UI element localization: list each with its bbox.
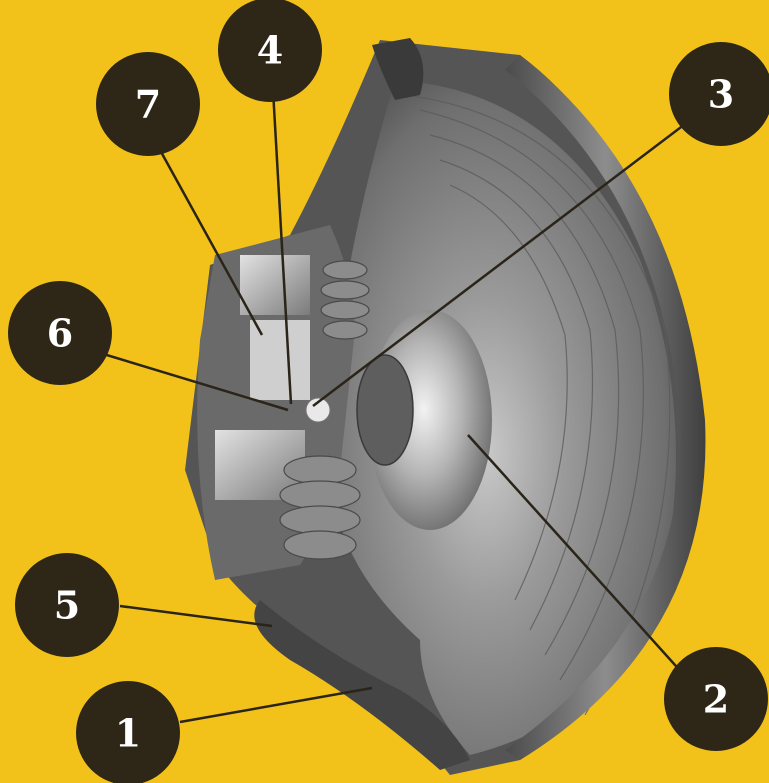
callout-3: 3 bbox=[669, 42, 769, 146]
callout-7-label: 7 bbox=[135, 82, 161, 127]
callout-6-label: 6 bbox=[47, 311, 73, 356]
callout-5-label: 5 bbox=[54, 583, 80, 628]
callout-1: 1 bbox=[76, 681, 180, 783]
callout-5: 5 bbox=[15, 553, 119, 657]
leader-line-1 bbox=[180, 688, 372, 722]
callout-1-label: 1 bbox=[115, 711, 141, 756]
callout-2-label: 2 bbox=[703, 677, 729, 722]
magnet-top-block bbox=[240, 255, 310, 315]
callout-7: 7 bbox=[96, 52, 200, 156]
callout-2: 2 bbox=[664, 647, 768, 751]
center-badge bbox=[357, 355, 413, 465]
callout-4: 4 bbox=[218, 0, 322, 102]
speaker-illustration bbox=[185, 38, 705, 775]
leader-line-5 bbox=[120, 606, 272, 626]
callout-6: 6 bbox=[8, 281, 112, 385]
callout-3-label: 3 bbox=[708, 72, 734, 117]
callout-4-label: 4 bbox=[257, 28, 283, 73]
